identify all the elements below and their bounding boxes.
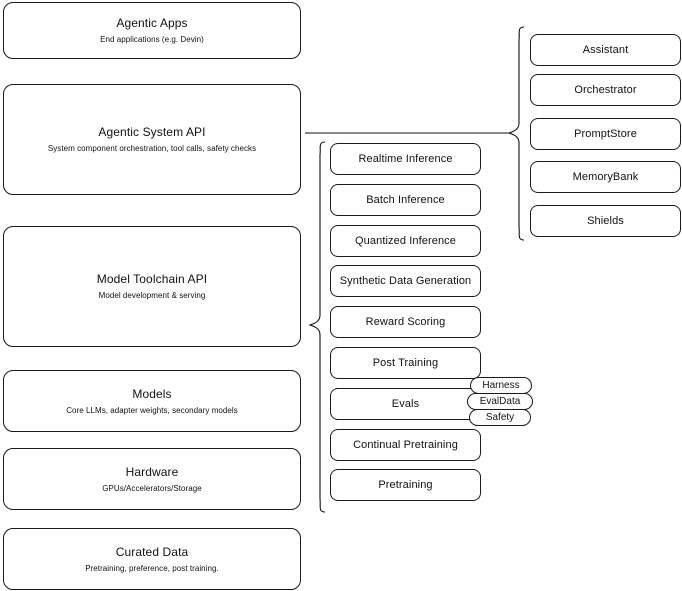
system-item-memorybank[interactable]: MemoryBank bbox=[530, 161, 681, 193]
layer-curated-data[interactable]: Curated Data Pretraining, preference, po… bbox=[3, 528, 301, 590]
system-components-brace bbox=[507, 26, 525, 241]
layer-subtitle: System component orchestration, tool cal… bbox=[47, 144, 257, 153]
toolchain-item-synthetic-data-generation[interactable]: Synthetic Data Generation bbox=[330, 265, 481, 297]
system-item-orchestrator[interactable]: Orchestrator bbox=[530, 74, 681, 106]
system-item-label: MemoryBank bbox=[572, 170, 639, 183]
system-item-label: Shields bbox=[587, 214, 624, 227]
layer-title: Agentic Apps bbox=[116, 16, 188, 30]
system-item-assistant[interactable]: Assistant bbox=[530, 34, 681, 66]
toolchain-item-reward-scoring[interactable]: Reward Scoring bbox=[330, 306, 481, 338]
system-item-label: Assistant bbox=[582, 43, 629, 56]
toolchain-item-label: Post Training bbox=[372, 356, 439, 369]
toolchain-item-evals[interactable]: Evals bbox=[330, 388, 481, 420]
layer-subtitle: Pretraining, preference, post training. bbox=[85, 563, 219, 573]
toolchain-item-label: Evals bbox=[391, 397, 420, 410]
evals-subcomponent-safety[interactable]: Safety bbox=[469, 409, 531, 426]
toolchain-item-label: Continual Pretraining bbox=[353, 438, 458, 451]
layer-model-toolchain-api[interactable]: Model Toolchain API Model development & … bbox=[3, 226, 301, 347]
evals-subcomponent-label: EvalData bbox=[479, 396, 521, 407]
layer-agentic-apps[interactable]: Agentic Apps End applications (e.g. Devi… bbox=[3, 2, 301, 59]
toolchain-item-label: Pretraining bbox=[378, 478, 433, 491]
system-item-shields[interactable]: Shields bbox=[530, 205, 681, 237]
system-item-promptstore[interactable]: PromptStore bbox=[530, 118, 681, 150]
layer-title: Hardware bbox=[125, 464, 179, 479]
layer-title: Curated Data bbox=[115, 544, 189, 559]
layer-title: Agentic System API bbox=[98, 125, 206, 139]
layer-models[interactable]: Models Core LLMs, adapter weights, secon… bbox=[3, 370, 301, 432]
layer-subtitle: Core LLMs, adapter weights, secondary mo… bbox=[66, 405, 238, 415]
layer-title: Models bbox=[132, 386, 172, 401]
toolchain-components-brace bbox=[308, 141, 326, 513]
layer-hardware[interactable]: Hardware GPUs/Accelerators/Storage bbox=[3, 448, 301, 510]
toolchain-item-pretraining[interactable]: Pretraining bbox=[330, 469, 481, 501]
system-item-label: PromptStore bbox=[574, 127, 637, 140]
evals-subcomponent-label: Safety bbox=[485, 412, 515, 423]
toolchain-item-batch-inference[interactable]: Batch Inference bbox=[330, 184, 481, 216]
layer-agentic-system-api[interactable]: Agentic System API System component orch… bbox=[3, 84, 301, 195]
toolchain-item-label: Batch Inference bbox=[366, 193, 445, 206]
toolchain-item-continual-pretraining[interactable]: Continual Pretraining bbox=[330, 429, 481, 461]
toolchain-item-realtime-inference[interactable]: Realtime Inference bbox=[330, 143, 481, 175]
toolchain-item-label: Realtime Inference bbox=[358, 152, 453, 165]
layer-subtitle: Model development & serving bbox=[98, 291, 206, 300]
system-item-label: Orchestrator bbox=[574, 83, 637, 96]
layer-subtitle: GPUs/Accelerators/Storage bbox=[102, 483, 202, 493]
layer-subtitle: End applications (e.g. Devin) bbox=[100, 35, 204, 44]
toolchain-item-post-training[interactable]: Post Training bbox=[330, 347, 481, 379]
layer-title: Model Toolchain API bbox=[96, 272, 208, 286]
evals-subcomponent-harness[interactable]: Harness bbox=[470, 377, 532, 394]
toolchain-item-quantized-inference[interactable]: Quantized Inference bbox=[330, 225, 481, 257]
toolchain-item-label: Quantized Inference bbox=[355, 234, 456, 247]
evals-subcomponent-evaldata[interactable]: EvalData bbox=[467, 393, 533, 410]
toolchain-item-label: Synthetic Data Generation bbox=[339, 274, 472, 287]
toolchain-item-label: Reward Scoring bbox=[365, 315, 446, 328]
evals-subcomponent-label: Harness bbox=[482, 380, 520, 391]
